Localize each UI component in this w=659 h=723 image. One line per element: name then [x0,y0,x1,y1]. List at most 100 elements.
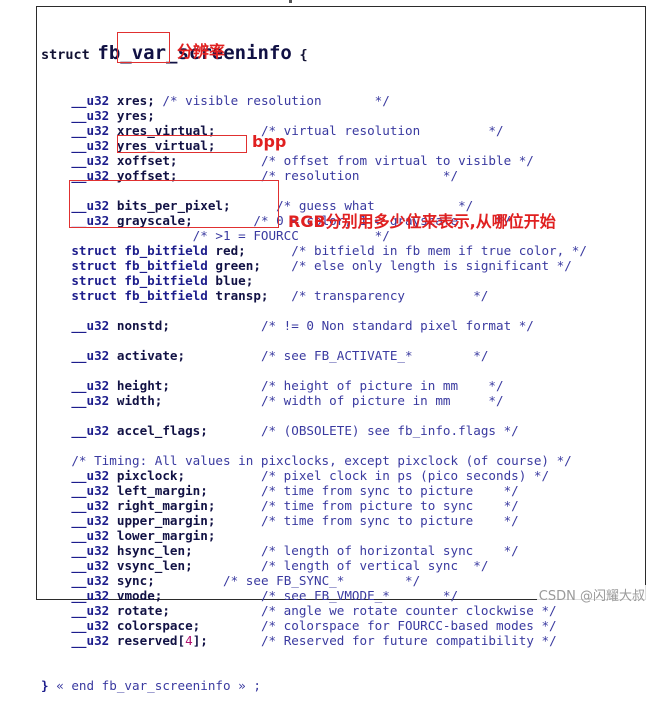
code-line: __u32 hsync_len; /* length of horizontal… [41,543,587,558]
field-name: bits_per_pixel; [116,198,231,213]
code-line: __u32 nonstd; /* != 0 Non standard pixel… [41,318,587,333]
indent [41,273,71,288]
indent [41,558,71,573]
padding [155,573,223,588]
code-line: __u32 sync; /* see FB_SYNC_* */ [41,573,587,588]
field-name: upper_margin; [116,513,216,528]
field-type: __u32 [71,558,110,573]
field-name: blue; [215,273,254,288]
field-type: __u32 [71,393,110,408]
code-line: __u32 xres_virtual; /* virtual resolutio… [41,123,587,138]
indent [41,93,71,108]
code-line: __u32 grayscale; /* 0 = color, 1 = grays… [41,213,587,228]
padding [193,558,261,573]
field-type: __u32 [71,498,110,513]
comment: /* Reserved for future compatibility */ [260,633,557,648]
comment: /* offset from virtual to visible */ [260,153,534,168]
padding [178,153,261,168]
code-line: /* Timing: All values in pixclocks, exce… [41,453,587,468]
field-name: xoffset; [116,153,178,168]
comment: /* length of vertical sync */ [260,558,489,573]
indent [41,513,71,528]
struct-fields: __u32 xres; /* visible resolution */ __u… [41,93,587,648]
field-name: activate; [116,348,186,363]
code-line: __u32 colorspace; /* colorspace for FOUR… [41,618,587,633]
rgb-annotation: RGB分别用多少位来表示,从哪位开始 [288,212,556,231]
code-line: struct fb_bitfield blue; [41,273,587,288]
field-name: lower_margin; [116,528,216,543]
field-type: __u32 [71,198,110,213]
indent [41,153,71,168]
comment: /* time from sync to picture */ [260,513,519,528]
code-line: __u32 width; /* width of picture in mm *… [41,393,587,408]
padding [162,393,261,408]
indent [41,258,71,273]
field-name: xres_virtual; [116,123,216,138]
field-type: __u32 [71,153,110,168]
field-type: __u32 [71,483,110,498]
comment: /* 0 = color, 1 = grayscale, */ [253,213,512,228]
indent [41,213,71,228]
array-size: 4 [185,633,193,648]
field-name: yoffset; [116,168,178,183]
field-type: __u32 [71,603,110,618]
code-line: __u32 vmode; /* see FB_VMODE_* */ [41,588,587,603]
comment: /* visible resolution */ [162,93,390,108]
indent [41,393,71,408]
field-type: __u32 [71,528,110,543]
code-line: struct fb_bitfield green; /* else only l… [41,258,587,273]
padding [170,318,261,333]
struct-footer-line: } « end fb_var_screeninfo » ; [41,678,587,693]
padding [162,588,261,603]
field-name: green; [215,258,261,273]
code-line: __u32 left_margin; /* time from sync to … [41,483,587,498]
field-type: __u32 [71,348,110,363]
indent [41,468,71,483]
bpp-annotation: bpp [252,132,287,151]
indent [41,348,71,363]
indent [41,543,71,558]
code-line: __u32 bits_per_pixel; /* guess what */ [41,198,587,213]
field-type: __u32 [71,588,110,603]
code-line: __u32 reserved[4]; /* Reserved for futur… [41,633,587,648]
top-marker-dot [289,0,292,3]
indent [41,528,71,543]
padding [208,483,261,498]
padding [170,603,261,618]
code-line: __u32 right_margin; /* time from picture… [41,498,587,513]
field-name: reserved[ [116,633,186,648]
indent [41,108,71,123]
field-name: width; [116,393,163,408]
field-name: right_margin; [116,498,216,513]
indent [41,603,71,618]
field-type: struct fb_bitfield [71,273,208,288]
code-line: __u32 yoffset; /* resolution */ [41,168,587,183]
field-name: pixclock; [116,468,186,483]
comment: /* see FB_VMODE_* */ [260,588,459,603]
field-type: __u32 [71,378,110,393]
padding [170,378,261,393]
indent [41,498,71,513]
comment: /* >1 = FOURCC */ [192,228,390,243]
code-line: __u32 xoffset; /* offset from virtual to… [41,153,587,168]
rgb-bitfield-highlight-box [69,180,279,228]
field-name: sync; [116,573,155,588]
comment: /* angle we rotate counter clockwise */ [260,603,557,618]
field-type: __u32 [71,513,110,528]
field-name: nonstd; [116,318,170,333]
indent [41,378,71,393]
field-type: __u32 [71,573,110,588]
field-name: vsync_len; [116,558,193,573]
field-type: __u32 [71,633,110,648]
field-type: __u32 [71,618,110,633]
indent [41,198,71,213]
field-type: __u32 [71,318,110,333]
field-type: __u32 [71,543,110,558]
padding [215,498,261,513]
padding [215,513,261,528]
end-comment: « end fb_var_screeninfo » ; [56,678,261,693]
field-name: colorspace; [116,618,201,633]
field-name: accel_flags; [116,423,208,438]
field-name: xres; [116,93,155,108]
field-name: vmode; [116,588,163,603]
